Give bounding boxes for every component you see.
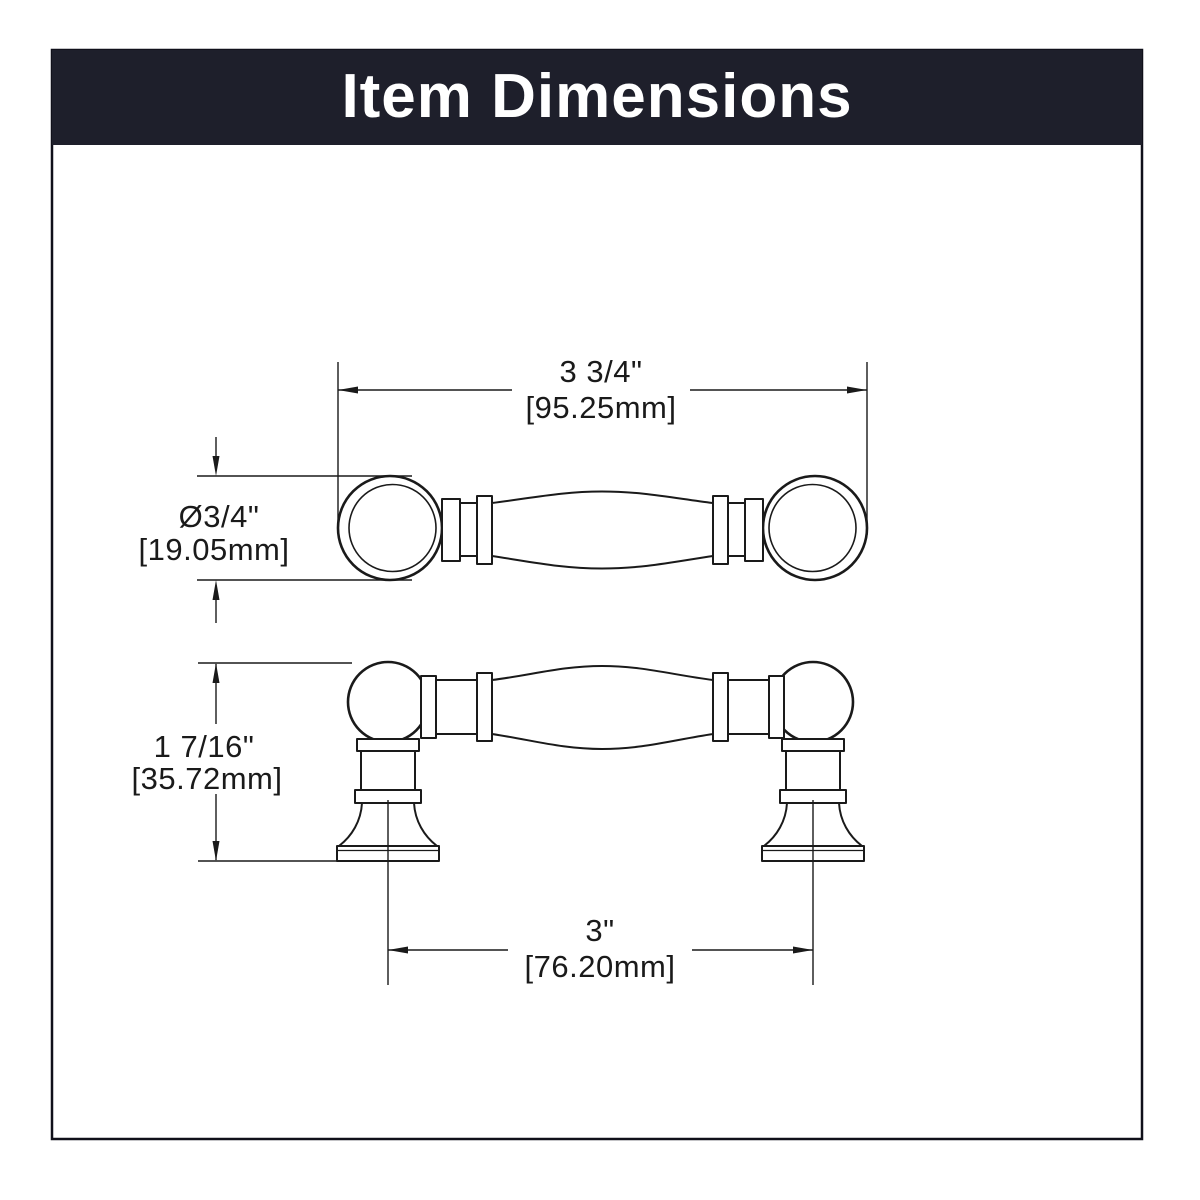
dimension-center-to-center: 3" [76.20mm] [387,800,814,985]
top-view-left-endcap-outer [336,474,444,582]
top-view-left-endcap-inner [348,483,437,573]
length-arrow-left [338,386,358,394]
front-view-left-post-neck [360,750,416,791]
top-view-right-collar [744,498,764,562]
front-view-right-collar [768,675,785,739]
header-bar [52,50,1142,145]
front-view-left-neck [435,679,478,735]
top-view-left-neck [459,502,478,557]
diameter-value-mm: [19.05mm] [139,532,290,567]
top-view-left-ring [476,495,493,565]
front-view-left-collar-band [356,738,420,752]
dimension-height: 1 7/16" [35.72mm] [132,662,352,862]
cc-value-inches: 3" [585,913,614,948]
diameter-value-inches: Ø3/4" [179,499,260,534]
top-view [336,474,869,582]
top-view-right-ring [712,495,729,565]
front-view-right-collar-band [781,738,845,752]
top-view-right-neck [727,502,746,557]
height-arrow-up [212,663,220,683]
cc-arrow-right [793,946,813,954]
front-view [336,660,865,862]
dimension-diameter: Ø3/4" [19.05mm] [139,437,412,623]
height-arrow-down [212,841,220,861]
length-arrow-right [847,386,867,394]
front-view-left-collar [420,675,437,739]
height-value-inches: 1 7/16" [154,729,255,764]
front-view-right-post-neck [785,750,841,791]
top-view-left-collar [441,498,461,562]
diameter-arrow-up [212,580,220,600]
dimension-length: 3 3/4" [95.25mm] [337,354,868,535]
length-value-inches: 3 3/4" [560,354,643,389]
top-view-barrel-grip [491,490,714,570]
front-view-left-ring [476,672,493,742]
front-view-left-ball [346,660,430,744]
cc-value-mm: [76.20mm] [525,949,676,984]
diameter-arrow-down [212,456,220,476]
front-view-right-neck [727,679,770,735]
page-title: Item Dimensions [341,62,852,131]
front-view-right-ring [712,672,729,742]
height-value-mm: [35.72mm] [132,761,283,796]
front-view-barrel-grip [491,665,714,750]
length-value-mm: [95.25mm] [526,390,677,425]
top-view-right-endcap-outer [761,474,869,582]
cc-arrow-left [388,946,408,954]
top-view-right-endcap-inner [768,483,857,573]
